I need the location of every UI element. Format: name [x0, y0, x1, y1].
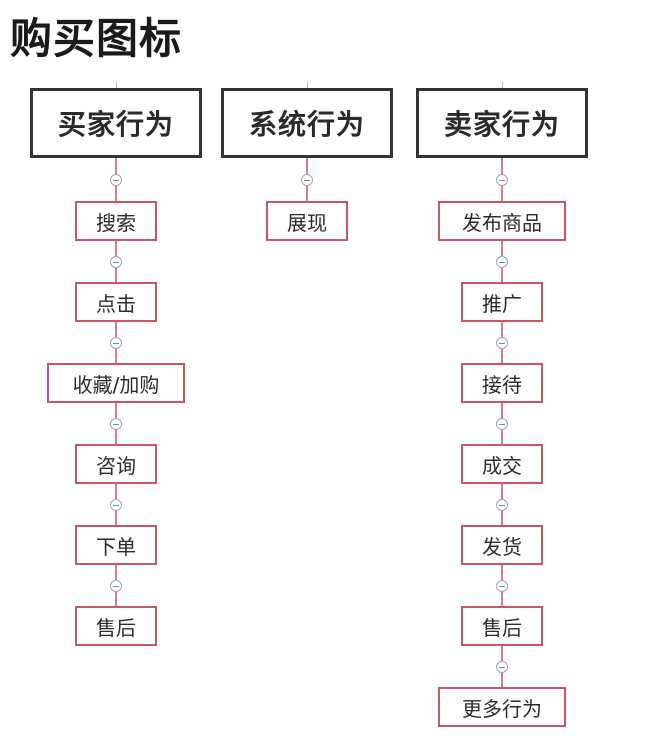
flow-node[interactable]: 更多行为: [438, 687, 566, 727]
collapse-minus-icon[interactable]: [110, 337, 122, 349]
collapse-minus-icon[interactable]: [496, 499, 508, 511]
flow-node[interactable]: 推广: [461, 282, 543, 322]
collapse-minus-icon[interactable]: [496, 661, 508, 673]
collapse-minus-icon[interactable]: [110, 418, 122, 430]
column-header-2: 系统行为: [221, 88, 393, 158]
collapse-minus-icon[interactable]: [496, 337, 508, 349]
connector-line: [306, 158, 308, 221]
collapse-minus-icon[interactable]: [496, 418, 508, 430]
flow-node[interactable]: 售后: [75, 606, 157, 646]
flow-node[interactable]: 发布商品: [438, 201, 566, 241]
collapse-minus-icon[interactable]: [110, 174, 122, 186]
column-header-1: 买家行为: [30, 88, 202, 158]
flow-node[interactable]: 下单: [75, 525, 157, 565]
connector-line: [116, 82, 117, 88]
column-header-3: 卖家行为: [416, 88, 588, 158]
flow-node[interactable]: 展现: [266, 201, 348, 241]
connector-line: [501, 158, 503, 707]
collapse-minus-icon[interactable]: [496, 174, 508, 186]
flow-node[interactable]: 成交: [461, 444, 543, 484]
flow-node[interactable]: 发货: [461, 525, 543, 565]
connector-line: [307, 82, 308, 88]
flow-node[interactable]: 点击: [75, 282, 157, 322]
collapse-minus-icon[interactable]: [110, 580, 122, 592]
collapse-minus-icon[interactable]: [110, 256, 122, 268]
collapse-minus-icon[interactable]: [496, 580, 508, 592]
flow-node[interactable]: 搜索: [75, 201, 157, 241]
collapse-minus-icon[interactable]: [496, 256, 508, 268]
flow-node[interactable]: 售后: [461, 606, 543, 646]
flow-node[interactable]: 接待: [461, 363, 543, 403]
collapse-minus-icon[interactable]: [301, 174, 313, 186]
connector-line: [502, 82, 503, 88]
flow-node[interactable]: 收藏/加购: [47, 363, 185, 403]
page-title: 购买图标: [10, 14, 183, 63]
collapse-minus-icon[interactable]: [110, 499, 122, 511]
flow-node[interactable]: 咨询: [75, 444, 157, 484]
